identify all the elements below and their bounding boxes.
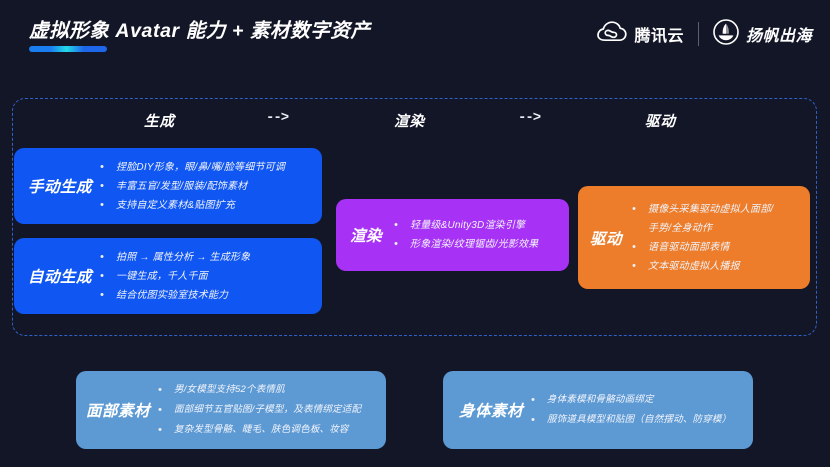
logo-bar: 腾讯云 扬帆出海 (597, 18, 812, 50)
list-item: 丰富五官/发型/服装/配饰素材 (94, 177, 314, 196)
list-item: 捏脸DIY形象，眼/鼻/嘴/脸等细节可调 (94, 158, 314, 177)
card-manual-generation-list: 捏脸DIY形象，眼/鼻/嘴/脸等细节可调 丰富五官/发型/服装/配饰素材 支持自… (94, 158, 314, 215)
list-item: 结合优图实验室技术能力 (94, 286, 314, 305)
card-body-assets[interactable]: 身体素材 身体素模和骨骼动画绑定 服饰道具模型和贴图（自然摆动、防穿模） (443, 371, 753, 449)
stage-header-drive: 驱动 (645, 114, 676, 130)
list-item: 语音驱动面部表情 (626, 238, 802, 257)
card-drive[interactable]: 驱动 摄像头采集驱动虚拟人面部/ 手势/全身动作 语音驱动面部表情 文本驱动虚拟… (578, 186, 810, 289)
list-item: 摄像头采集驱动虚拟人面部/ (626, 200, 802, 219)
list-item-continuation: 手势/全身动作 (648, 222, 713, 234)
yangfan-label: 扬帆出海 (745, 28, 812, 45)
list-item: 文本驱动虚拟人播报 (626, 257, 802, 276)
card-auto-generation-label: 自动生成 (28, 269, 93, 286)
list-item: 轻量级&Unity3D渲染引擎 (388, 216, 561, 235)
sailboat-icon (713, 18, 739, 50)
card-drive-list: 摄像头采集驱动虚拟人面部/ 手势/全身动作 语音驱动面部表情 文本驱动虚拟人播报 (626, 200, 802, 276)
list-item: 支持自定义素材&贴图扩充 (94, 196, 314, 215)
list-item: 面部细节五官贴图/子模型，及表情绑定适配 (152, 400, 378, 420)
card-manual-generation-label: 手动生成 (28, 179, 93, 196)
cloud-icon (597, 20, 628, 48)
card-manual-generation[interactable]: 手动生成 捏脸DIY形象，眼/鼻/嘴/脸等细节可调 丰富五官/发型/服装/配饰素… (14, 148, 322, 224)
stage-header-render: 渲染 (394, 114, 425, 130)
list-item: 身体素模和骨骼动画绑定 (525, 390, 745, 410)
card-render-label: 渲染 (350, 228, 383, 245)
card-drive-label: 驱动 (590, 230, 623, 248)
card-face-assets[interactable]: 面部素材 男/女模型支持52个表情肌 面部细节五官贴图/子模型，及表情绑定适配 … (76, 371, 386, 449)
card-render[interactable]: 渲染 轻量级&Unity3D渲染引擎 形象渲染/纹理锯齿/光影效果 (336, 199, 569, 271)
stage-header-generate: 生成 (144, 114, 175, 130)
list-item: 复杂发型骨骼、睫毛、肤色调色板、妆容 (152, 420, 378, 440)
card-auto-generation-list: 拍照 → 属性分析 → 生成形象 一键生成，千人千面 结合优图实验室技术能力 (94, 248, 314, 305)
tencent-cloud-label: 腾讯云 (634, 28, 684, 45)
title-accent-bar (29, 46, 107, 52)
card-body-assets-label: 身体素材 (459, 403, 524, 420)
card-render-list: 轻量级&Unity3D渲染引擎 形象渲染/纹理锯齿/光影效果 (388, 216, 561, 254)
slide-header: 虚拟形象 Avatar 能力 + 素材数字资产 腾讯云 (0, 0, 830, 88)
list-item: 男/女模型支持52个表情肌 (152, 380, 378, 400)
arrow-render-to-drive: --> (518, 110, 541, 126)
pipeline-stage-headers: 生成 --> 渲染 --> 驱动 (0, 110, 830, 134)
logo-divider (697, 22, 699, 46)
list-item: 一键生成，千人千面 (94, 267, 314, 286)
list-item: 形象渲染/纹理锯齿/光影效果 (388, 235, 561, 254)
list-item: 服饰道具模型和贴图（自然摆动、防穿模） (525, 410, 745, 430)
yangfan-logo: 扬帆出海 (713, 18, 812, 50)
card-face-assets-list: 男/女模型支持52个表情肌 面部细节五官贴图/子模型，及表情绑定适配 复杂发型骨… (152, 380, 378, 440)
list-item: 拍照 → 属性分析 → 生成形象 (94, 248, 314, 267)
tencent-cloud-logo: 腾讯云 (597, 20, 684, 48)
page-title: 虚拟形象 Avatar 能力 + 素材数字资产 (29, 20, 371, 42)
card-face-assets-label: 面部素材 (86, 403, 151, 420)
pipeline-container (12, 98, 817, 336)
arrow-generate-to-render: --> (266, 110, 289, 126)
card-auto-generation[interactable]: 自动生成 拍照 → 属性分析 → 生成形象 一键生成，千人千面 结合优图实验室技… (14, 238, 322, 314)
card-body-assets-list: 身体素模和骨骼动画绑定 服饰道具模型和贴图（自然摆动、防穿模） (525, 390, 745, 430)
